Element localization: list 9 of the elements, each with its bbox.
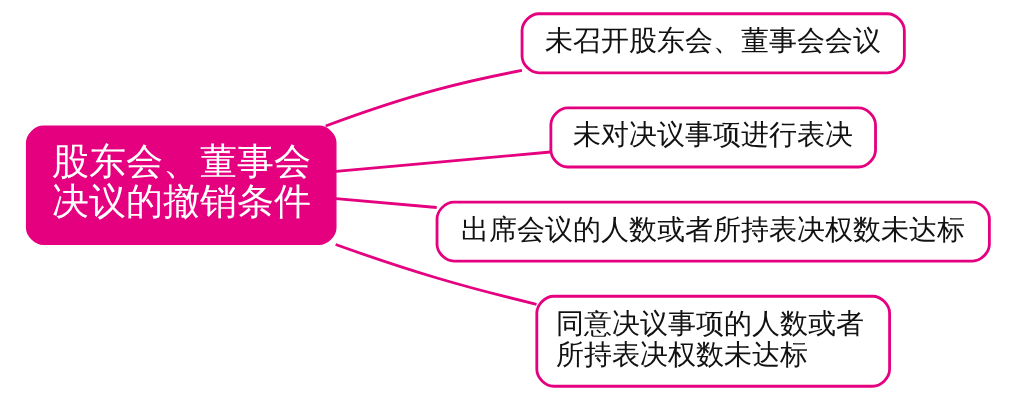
- node-box: 未对决议事项进行表决: [548, 106, 877, 169]
- node-box: 同意决议事项的人数或者所持表决权数未达标: [534, 294, 891, 388]
- node-box: 股东会、董事会决议的撤销条件: [25, 125, 337, 245]
- connector: [334, 243, 537, 306]
- node-box: 未召开股东会、董事会会议: [520, 12, 906, 75]
- connector: [335, 197, 437, 209]
- connector: [324, 69, 522, 128]
- node-box: 出席会议的人数或者所持表决权数未达标: [435, 200, 991, 263]
- connector: [335, 150, 551, 173]
